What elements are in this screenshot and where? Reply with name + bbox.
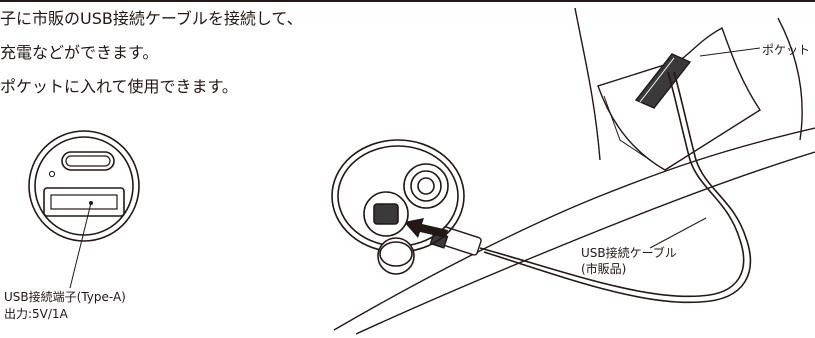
top-rule (0, 0, 815, 2)
description-line-1: 子に市販のUSB接続ケーブルを接続して、 (0, 9, 303, 28)
pocket-label: ポケット (762, 43, 811, 57)
usb-port-closeup (28, 130, 140, 289)
usb-cable (479, 71, 752, 304)
usb-port-type-label: USB接続端子(Type-A) (4, 290, 126, 304)
pocket (597, 26, 761, 171)
usb-cable-note: (市販品) (581, 262, 627, 276)
insert-arrow (404, 218, 448, 238)
tent-outline (333, 7, 815, 335)
port-housing (331, 139, 465, 275)
usb-cable-label: USB接続ケーブル (581, 246, 677, 260)
usb-port-output-label: 出力:5V/1A (4, 307, 68, 321)
description-line-3: ポケットに入れて使用できます。 (0, 77, 238, 96)
description-line-2: 充電などができます。 (0, 43, 159, 62)
